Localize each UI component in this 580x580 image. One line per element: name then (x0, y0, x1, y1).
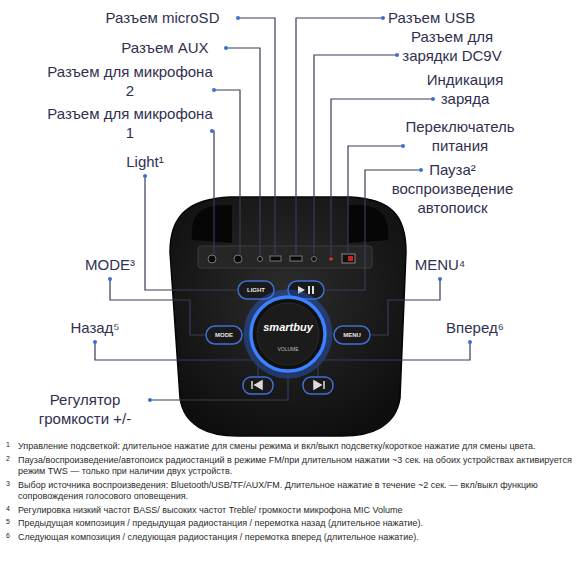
leader-dot (395, 53, 399, 57)
leader-dot (431, 97, 435, 101)
footnote-row: 4Регулировка низкий частот BASS/ высоких… (6, 505, 574, 517)
part-label: Переключатель питания (395, 117, 525, 155)
usb-port (290, 256, 302, 261)
part-label: Разъем для микрофона 2 (45, 62, 215, 100)
leader-dot (224, 46, 228, 50)
leader-dot (381, 16, 385, 20)
handle-slot (192, 205, 232, 243)
leader-line (145, 176, 238, 290)
mode-button (206, 326, 242, 344)
menu-button (334, 326, 370, 344)
button-text: MODE (207, 331, 241, 339)
leader-dot (438, 277, 442, 281)
footnote-text: Следующая композиция / следующая радиост… (18, 532, 574, 544)
footnote-row: 2Пауза/воспроизведение/автопоиск радиост… (6, 455, 574, 478)
footnote-row: 6Следующая композиция / следующая радиос… (6, 532, 574, 544)
leader-line (348, 146, 403, 254)
control-label: MENU⁴ (405, 255, 475, 274)
part-label: Разъем AUX (95, 38, 235, 57)
leader-line (95, 342, 258, 376)
leader-line (212, 131, 214, 254)
footnote-row: 1Управление подсветкой: длительное нажат… (6, 441, 574, 453)
leader-dot (401, 144, 405, 148)
leader-dot (419, 168, 423, 172)
volume-knob (251, 297, 325, 371)
power-switch (342, 254, 355, 263)
button-text: MENU (335, 331, 369, 339)
handle-slot (348, 205, 388, 243)
leader-line (214, 90, 240, 254)
control-label: Light¹ (110, 152, 180, 171)
port-panel (198, 246, 372, 268)
power-switch-knob (348, 256, 353, 261)
footnote-number: 4 (6, 505, 18, 517)
leader-dot (148, 398, 152, 402)
footnote-row: 5Предыдущая композиция / предыдущая ради… (6, 518, 574, 530)
part-label: Разъем USB (388, 8, 538, 27)
next-icon (314, 381, 324, 389)
dc-port (312, 257, 317, 262)
knob-face (257, 303, 319, 365)
mic2-port (234, 255, 242, 263)
mic1-port (208, 255, 216, 263)
prev-icon (252, 381, 262, 389)
control-label: Регулятор громкости +/- (15, 390, 155, 428)
charge-led (329, 257, 333, 261)
pause-icon (308, 286, 310, 294)
footnote-number: 2 (6, 455, 18, 478)
footnote-number: 1 (6, 441, 18, 453)
footnote-row: 3Выбор источника воспроизведения: Blueto… (6, 480, 574, 503)
leader-line (296, 18, 383, 255)
footnote-number: 3 (6, 480, 18, 503)
brand-logo: smartbuy (260, 321, 316, 334)
footnote-text: Предыдущая композиция / предыдущая радио… (18, 518, 574, 530)
part-label: Разъем для зарядки DC9V (392, 27, 512, 65)
leader-line (226, 48, 260, 256)
leader-dot (210, 129, 214, 133)
footnote-text: Пауза/воспроизведение/автопоиск радиоста… (18, 455, 574, 478)
footnote-text: Регулировка низкий частот BASS/ высоких … (18, 505, 574, 517)
control-label: MODE³ (75, 255, 145, 274)
leader-dot (93, 340, 97, 344)
next-button (303, 377, 333, 394)
leader-line (314, 55, 397, 255)
prev-button (243, 377, 273, 394)
part-label: Разъем для микрофона 1 (45, 104, 215, 142)
knob-glow (248, 294, 328, 374)
footnotes: 1Управление подсветкой: длительное нажат… (6, 441, 574, 543)
leader-dot (468, 340, 472, 344)
footnote-number: 6 (6, 532, 18, 544)
leader-line (110, 279, 206, 335)
tf-slot (270, 256, 281, 261)
control-label: Назад⁵ (55, 318, 135, 337)
footnote-text: Выбор источника воспроизведения: Bluetoo… (18, 480, 574, 503)
leader-dot (236, 16, 240, 20)
control-label: Пауза² воспроизведение автопоиск (385, 160, 520, 217)
knob-text: VOLUME (268, 346, 308, 353)
leader-dot (212, 88, 216, 92)
leader-line (238, 18, 275, 256)
leader-line (370, 279, 440, 335)
leader-line (318, 342, 470, 376)
control-label: Вперед⁶ (435, 318, 515, 337)
aux-port (258, 257, 263, 262)
footnote-number: 5 (6, 518, 18, 530)
footnote-text: Управление подсветкой: длительное нажати… (18, 441, 574, 453)
button-text: LIGHT (239, 286, 273, 294)
part-label: Индикация заряда (410, 70, 520, 108)
part-label: Разъем microSD (80, 8, 245, 27)
pause-icon (312, 286, 314, 294)
leader-dot (143, 174, 147, 178)
leader-dot (108, 277, 112, 281)
leader-line (150, 375, 288, 400)
